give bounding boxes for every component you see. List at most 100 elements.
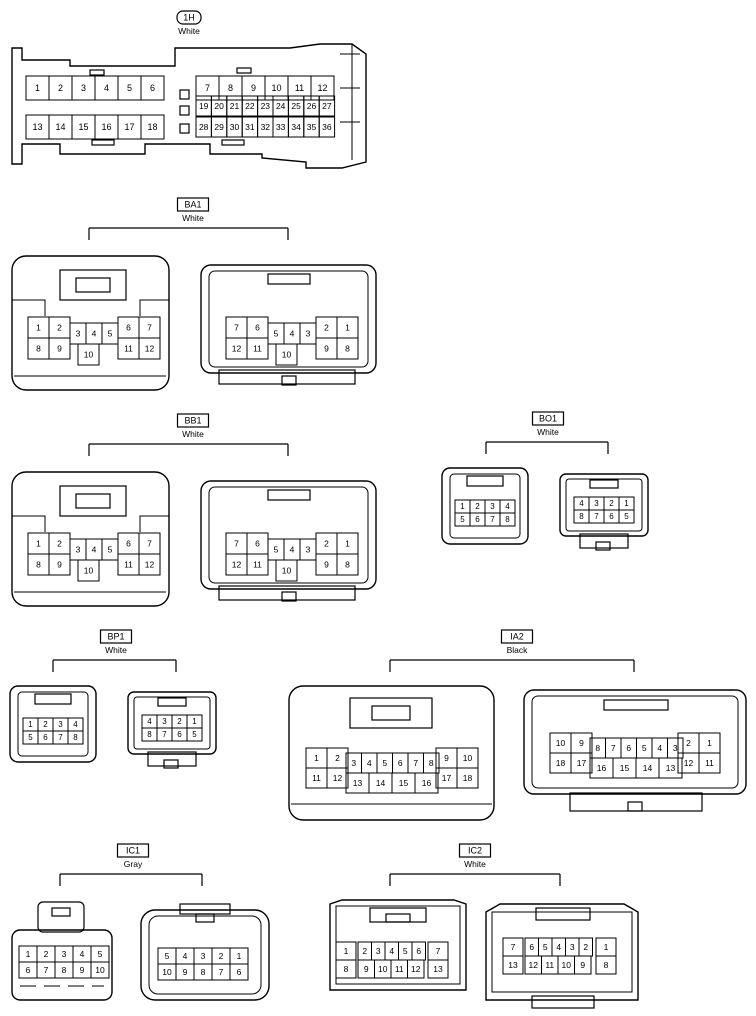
pin-number: 27 <box>322 101 332 111</box>
pin-number: 13 <box>508 960 518 970</box>
pin-cell: 4 <box>94 75 119 101</box>
pin-cell: 7 <box>605 737 622 759</box>
pin-number: 5 <box>403 946 408 956</box>
connector-id-tag <box>176 10 202 25</box>
pin-number: 1 <box>345 539 350 549</box>
pin-box <box>67 730 84 745</box>
pin-number: 9 <box>57 560 62 570</box>
pin-cell: 2 <box>677 732 700 754</box>
pin-number: 7 <box>58 733 63 742</box>
pin-box <box>499 512 516 527</box>
pin-cell: 3 <box>193 947 213 965</box>
latch <box>59 485 127 517</box>
pin-number: 10 <box>162 967 172 977</box>
pin-cell: 5 <box>267 538 285 561</box>
housing-foot <box>531 995 595 1009</box>
pin-cell: 2 <box>603 496 620 511</box>
latch <box>157 697 187 707</box>
pin-cell: 28 <box>195 116 212 138</box>
pin-cell: 18 <box>456 767 479 789</box>
pin-box <box>275 343 298 366</box>
pin-cell: 11 <box>117 553 140 576</box>
pin-cell: 9 <box>175 963 195 981</box>
pin-number: 1 <box>26 949 31 959</box>
pin-number: 7 <box>234 539 239 549</box>
pin-box <box>246 337 269 360</box>
pin-cell: 7 <box>138 316 161 339</box>
connector-id-label: IA2 <box>510 632 524 642</box>
pin-cell: 4 <box>361 752 378 774</box>
pin-number: 9 <box>580 960 585 970</box>
pin-number: 8 <box>604 960 609 970</box>
pin-cell: 8 <box>27 553 50 576</box>
pin-number: 16 <box>422 778 432 788</box>
pin-cell: 6 <box>117 532 140 555</box>
pin-cell: 2 <box>36 945 56 963</box>
pin-number: 6 <box>255 323 260 333</box>
foot-tab <box>281 591 297 602</box>
pin-number: 4 <box>80 949 85 959</box>
connector-id-tag <box>176 413 210 428</box>
pin-number: 8 <box>344 964 349 974</box>
pin-number: 9 <box>324 344 329 354</box>
pin-number: 1 <box>35 83 40 93</box>
pin-cell: 10 <box>77 343 100 366</box>
pin-box <box>186 727 203 742</box>
pin-number: 15 <box>399 778 409 788</box>
pin-number: 2 <box>324 539 329 549</box>
lock-slot <box>236 67 252 74</box>
pin-number: 6 <box>177 730 182 739</box>
pin-cell: 3 <box>156 714 173 729</box>
pin-number: 4 <box>104 83 109 93</box>
latch <box>37 901 85 933</box>
latch <box>267 489 311 501</box>
pin-cell: 19 <box>195 95 212 117</box>
pin-number: 10 <box>556 738 566 748</box>
connector-id-label: BB1 <box>184 416 201 426</box>
pin-cell: 9 <box>48 553 71 576</box>
lock-slot <box>91 139 115 146</box>
pin-cell: 7 <box>52 730 69 745</box>
housing-outline <box>485 903 639 1001</box>
pin-number: 11 <box>395 964 404 974</box>
pin-cell: 5 <box>267 322 285 345</box>
pin-cell: 2 <box>315 532 338 555</box>
pin-cell: 31 <box>241 116 259 138</box>
pin-box <box>658 757 683 779</box>
pin-number: 5 <box>274 329 279 339</box>
pin-cell: 5 <box>186 727 203 742</box>
pin-number: 2 <box>583 942 588 952</box>
pin-cell: 4 <box>141 714 158 729</box>
pin-cell: 10 <box>557 955 575 975</box>
pin-cell: 6 <box>246 532 269 555</box>
pin-number: 5 <box>382 758 387 768</box>
pin-number: 5 <box>108 545 113 555</box>
pin-cell: 6 <box>392 752 409 774</box>
pin-number: 4 <box>147 717 152 726</box>
pin-cell: 3 <box>69 322 87 345</box>
pin-cell: 11 <box>541 955 559 975</box>
connector-id-label: BA1 <box>184 200 201 210</box>
pin-cell: 34 <box>287 116 305 138</box>
pin-cell: 3 <box>69 538 87 561</box>
pin-number: 7 <box>234 323 239 333</box>
pin-box <box>595 955 617 975</box>
pin-cell: 8 <box>54 961 74 979</box>
pin-cell: 3 <box>565 937 580 957</box>
pin-box <box>246 553 269 576</box>
pin-box <box>618 509 635 524</box>
pin-number: 8 <box>505 515 510 524</box>
pin-number: 3 <box>81 83 86 93</box>
connector-id-tag <box>458 843 492 858</box>
pin-box <box>335 959 357 979</box>
pin-number: 35 <box>307 122 317 132</box>
pin-number: 6 <box>43 733 48 742</box>
pin-box <box>336 337 359 360</box>
pin-cell: 7 <box>156 727 173 742</box>
pin-number: 3 <box>594 499 599 508</box>
